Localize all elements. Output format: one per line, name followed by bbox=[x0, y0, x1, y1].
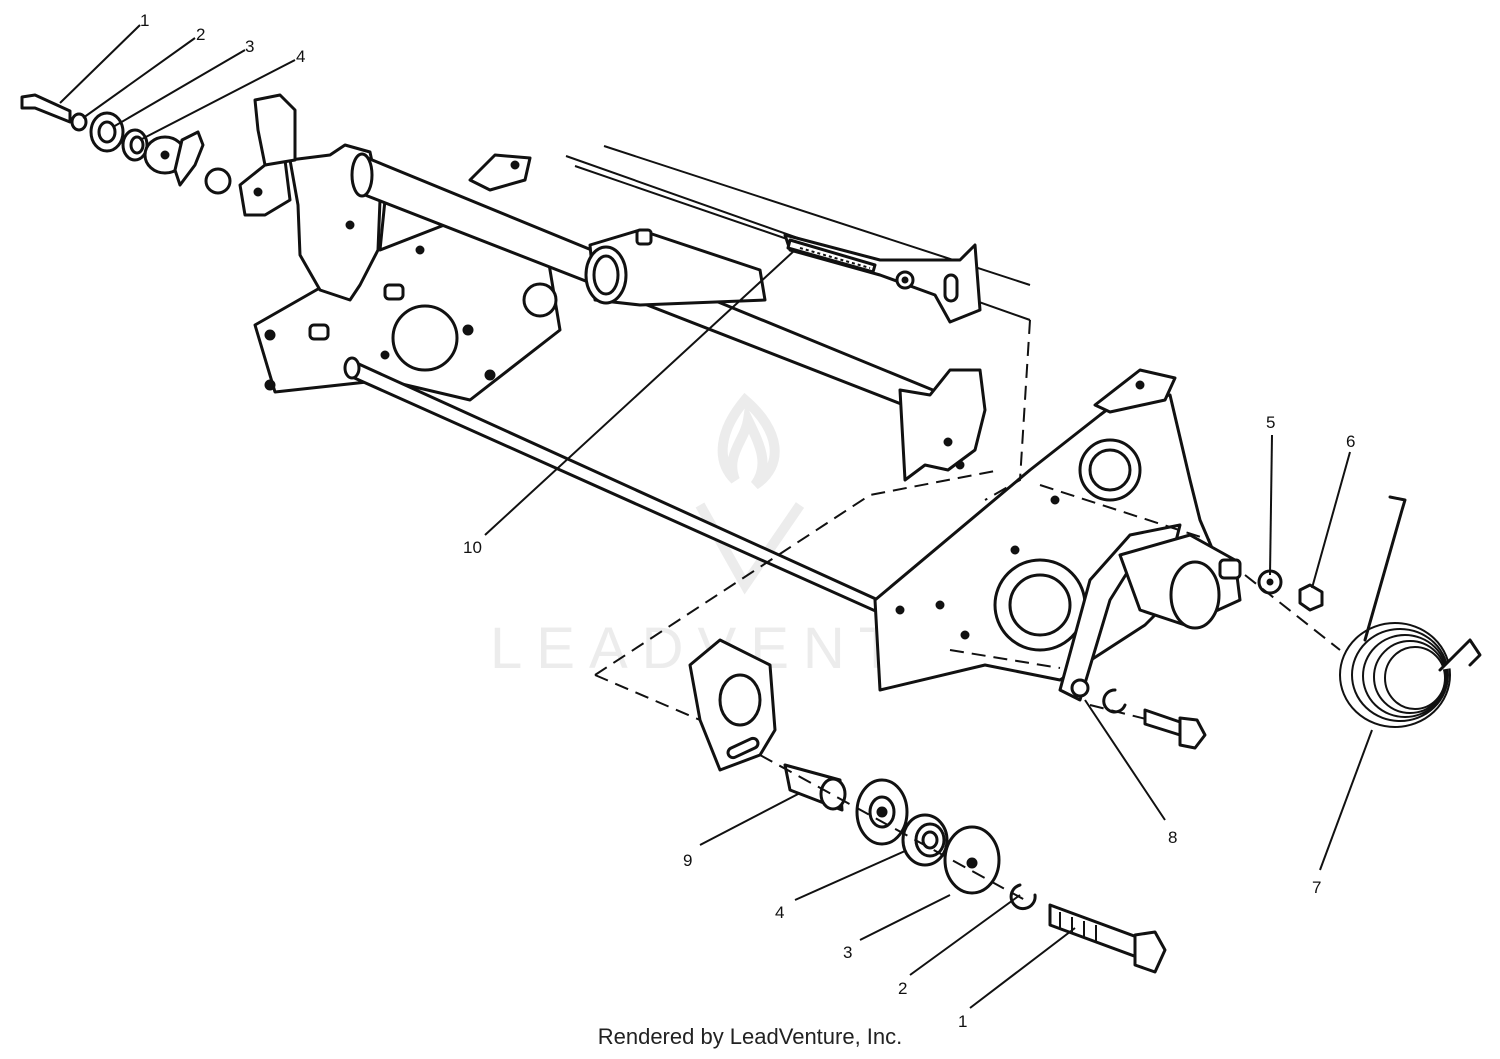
callout-washer-right: 5 bbox=[1266, 413, 1275, 432]
watermark-flame-icon bbox=[717, 392, 780, 490]
front-main-plate bbox=[873, 368, 1217, 692]
callout-nut-right: 6 bbox=[1346, 432, 1355, 451]
cam-plate bbox=[688, 638, 777, 772]
callout-bolt-bottom: 1 bbox=[958, 1012, 967, 1031]
bottom-bolt bbox=[1048, 903, 1167, 974]
front-hub bbox=[1118, 533, 1242, 630]
top-tab bbox=[468, 153, 532, 192]
leader-lines bbox=[59, 24, 1373, 1009]
callout-washer-top: 3 bbox=[245, 37, 254, 56]
callout-bearing-bottom: 4 bbox=[775, 903, 784, 922]
spring-pin bbox=[786, 238, 877, 274]
top-bolt bbox=[20, 93, 72, 124]
lever-bolt bbox=[1143, 708, 1182, 737]
callout-spring-pin: 10 bbox=[463, 538, 482, 557]
top-lockwasher bbox=[70, 112, 88, 132]
callout-washer-bottom: 3 bbox=[843, 943, 852, 962]
spacer bbox=[783, 763, 847, 812]
callout-lockwasher-top: 2 bbox=[196, 25, 205, 44]
bottom-lockwasher bbox=[1009, 883, 1037, 911]
lever-fasteners bbox=[1102, 688, 1207, 750]
top-fasteners bbox=[20, 93, 232, 195]
callout-bolt-top: 1 bbox=[140, 11, 149, 30]
right-nut bbox=[1298, 583, 1324, 612]
assembly-lines bbox=[594, 319, 1341, 901]
top-left-bracket bbox=[238, 93, 297, 217]
callout-lockwasher-bottom: 2 bbox=[898, 979, 907, 998]
front-hook-bracket bbox=[898, 368, 987, 482]
bottom-stack bbox=[855, 778, 1037, 911]
torsion-spring bbox=[1339, 495, 1482, 728]
callout-bearing-top: 4 bbox=[296, 47, 305, 66]
callouts: 1 2 3 4 5 6 7 8 9 10 4 3 2 1 bbox=[140, 11, 1355, 1031]
lower-rod bbox=[343, 356, 902, 624]
callout-spacer: 9 bbox=[683, 851, 692, 870]
lever-eclip bbox=[1102, 688, 1127, 714]
render-credit: Rendered by LeadVenture, Inc. bbox=[597, 1024, 903, 1049]
shaft-collar bbox=[584, 228, 767, 307]
callout-spring: 7 bbox=[1312, 878, 1321, 897]
right-fasteners bbox=[1257, 569, 1324, 612]
callout-lever-plate: 8 bbox=[1168, 828, 1177, 847]
